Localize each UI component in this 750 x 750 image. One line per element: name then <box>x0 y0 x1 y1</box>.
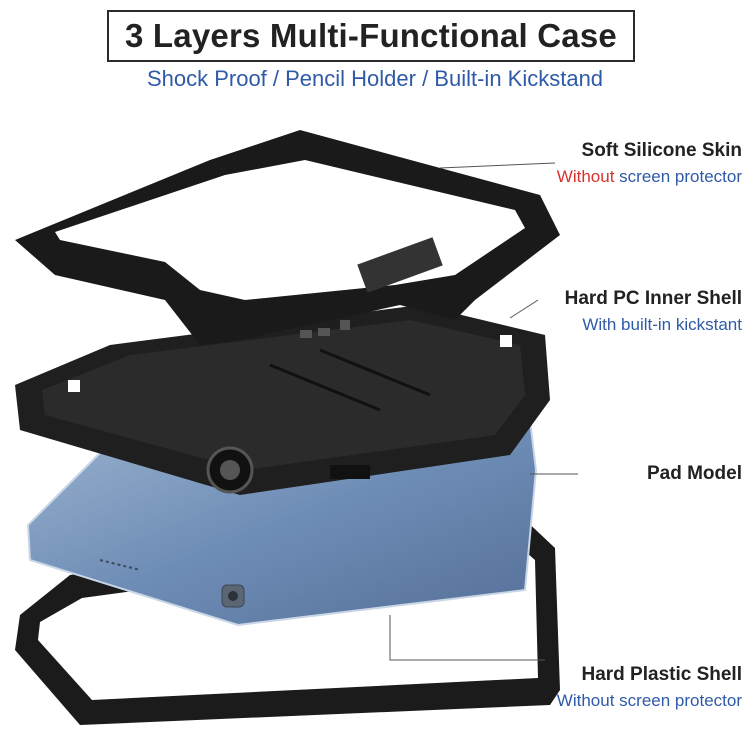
label-note: Without screen protector <box>556 691 742 710</box>
label-hard-pc-inner-shell: Hard PC Inner Shell With built-in kickst… <box>565 286 742 338</box>
label-soft-silicone-skin: Soft Silicone Skin Without screen protec… <box>557 138 742 190</box>
page-title: 3 Layers Multi-Functional Case <box>125 17 617 54</box>
label-note: screen protector <box>614 167 742 186</box>
label-heading: Hard Plastic Shell <box>581 664 742 685</box>
label-heading: Pad Model <box>646 463 742 484</box>
label-note: With built-in kickstant <box>582 315 742 334</box>
hard-pc-inner-shell <box>15 305 550 495</box>
label-pad-model: Pad Model <box>647 461 742 487</box>
label-hard-plastic-shell: Hard Plastic Shell Without screen protec… <box>557 662 742 714</box>
soft-silicone-skin <box>15 130 560 345</box>
label-heading: Hard PC Inner Shell <box>564 288 742 309</box>
page-subtitle: Shock Proof / Pencil Holder / Built-in K… <box>146 66 604 91</box>
warning-word: Without <box>556 167 615 186</box>
title-box: 3 Layers Multi-Functional Case <box>107 10 635 62</box>
pad-model <box>26 418 538 627</box>
leader-lines <box>389 162 578 661</box>
label-heading: Soft Silicone Skin <box>581 140 742 161</box>
